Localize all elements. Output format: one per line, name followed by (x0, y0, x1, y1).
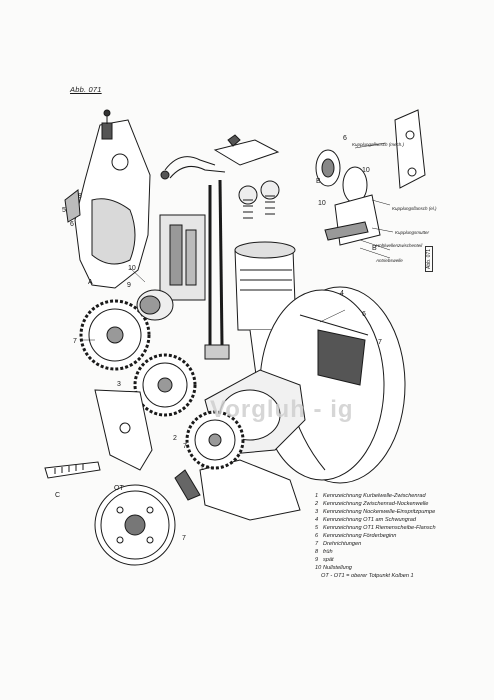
crankshaft-gear (174, 410, 245, 501)
callout-5: 5 (62, 207, 66, 214)
callout-letter-b: B (372, 245, 377, 252)
legend-item-text: Kennzeichnung OT1 am Schwungrad (323, 517, 416, 524)
legend-item: 9 spät (315, 556, 485, 564)
legend-item-text: Kennzeichnung Zwischenrad-Nockenwelle (323, 501, 429, 508)
crankshaft-pulley (94, 484, 176, 566)
callout-7-flywheel: 7 (378, 339, 382, 346)
legend-item: 7 Drehrichtungen (315, 540, 485, 548)
legend-item: 6 Kennzeichnung Förderbeginn (315, 532, 485, 540)
callout-b-inset: B (316, 178, 321, 185)
camshaft-gear (79, 299, 151, 371)
figure-label: Abb. 071 (70, 85, 102, 94)
callout-1: 1 (200, 465, 204, 472)
legend-item-text: Kennzeichnung Förderbeginn (323, 533, 397, 540)
callout-2: 2 (173, 435, 177, 442)
inset-label-hollow-shaft: Hohlwellenzwischenteil (376, 243, 423, 248)
legend-item-text: Kennzeichnung OT1 Riemenscheibe-Flansch (323, 525, 436, 532)
legend-item-number: 7 (315, 541, 319, 548)
timing-housing (64, 109, 151, 289)
legend-item-number: 1 (315, 493, 319, 499)
callout-10-inset-b: 10 (362, 167, 370, 174)
callout-9: 9 (127, 282, 131, 289)
callout-7-left: 7 (73, 338, 77, 345)
callout-6-inset: 6 (343, 135, 347, 142)
legend-item-text: Kennzeichnung Nockenwelle-Einspritzpumpe (323, 509, 436, 516)
callout-letter-a: A (88, 279, 93, 286)
injection-pump (159, 156, 226, 301)
legend-item: 2 Kennzeichnung Zwischenrad-Nockenwelle (315, 500, 485, 508)
legend-item-text: spät (323, 557, 334, 564)
callout-7-mid: 7 (183, 443, 187, 450)
watermark: Vorgluh - ig (210, 396, 354, 423)
legend-item-number: 5 (315, 525, 319, 532)
callout-6-flywheel: 6 (362, 311, 366, 318)
callout-6: 6 (70, 221, 74, 228)
inset-label-drive-shaft: Antriebswelle (375, 258, 403, 263)
legend-item-text: Kennzeichnung Kurbelwelle-Zwischenrad (323, 493, 426, 499)
callout-3: 3 (117, 381, 121, 388)
callout-letter-c: C (55, 492, 60, 499)
legend-item-number: 4 (315, 517, 319, 524)
cover-plate (94, 389, 153, 471)
legend-item-number: 3 (315, 509, 319, 516)
inset-coupling (315, 109, 426, 246)
legend-item-number: 8 (315, 549, 319, 556)
leader-lines (80, 142, 394, 341)
inset-label-flange-mech: Kupplungsflansch (mech.) (352, 142, 405, 147)
legend-item-text: Nullstellung (323, 565, 352, 572)
legend-item: 5 Kennzeichnung OT1 Riemenscheibe-Flansch (315, 524, 485, 532)
legend-item-number: 2 (315, 501, 319, 508)
legend-item-number: 10 (315, 565, 322, 572)
inset-label-flange-el: Kupplungsflansch (el.) (392, 206, 437, 211)
callout-4: 4 (340, 290, 344, 297)
legend-item-number: 6 (315, 533, 319, 540)
inset-label-nut: Kupplungsmutter (395, 230, 430, 235)
legend-item-text: früh (323, 549, 333, 556)
callout-10-inset: 10 (318, 200, 326, 207)
callout-8: 8 (78, 193, 82, 200)
pump-gear-hub (136, 289, 174, 321)
legend-item: 1 Kennzeichnung Kurbelwelle-Zwischenrad (315, 492, 485, 500)
timing-scale (44, 461, 101, 479)
callout-7-bottom: 7 (182, 535, 186, 542)
legend-item-number: 9 (315, 557, 319, 564)
legend-item: 8 früh (315, 548, 485, 556)
callout-ot: OT (114, 485, 124, 492)
callout-10: 10 (128, 265, 136, 272)
valve-train (204, 134, 280, 360)
legend-item: 3 Kennzeichnung Nockenwelle-Einspritzpump… (315, 508, 485, 516)
legend-item: 4 Kennzeichnung OT1 am Schwungrad (315, 516, 485, 524)
legend-note: OT - OT1 = oberer Totpunkt Kolben 1 (321, 573, 414, 580)
legend-item-text: Drehrichtungen (323, 541, 362, 548)
intermediate-gear (133, 353, 197, 417)
